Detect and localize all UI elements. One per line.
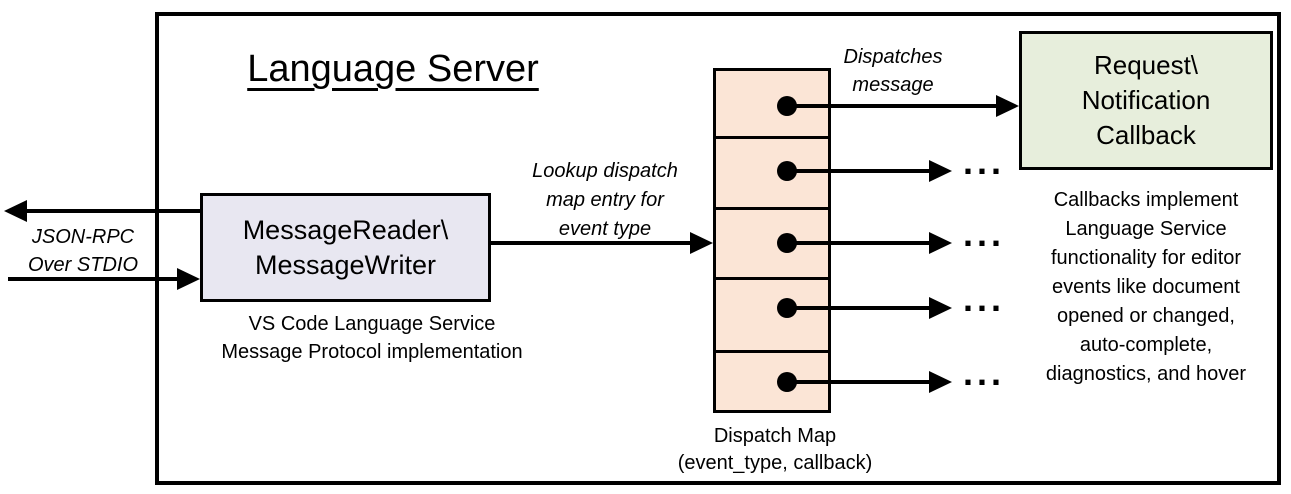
message-reader-caption-line1: VS Code Language Service — [248, 313, 496, 335]
dispatches-label-line2: message — [852, 74, 934, 96]
ellipsis-5: ... — [962, 352, 1005, 393]
dispatches-message-label: Dispatches message — [812, 43, 974, 99]
annotation-line: events like document — [1052, 276, 1240, 298]
stdio-in-arrow-line — [8, 277, 178, 281]
lookup-label: Lookup dispatch map entry for event type — [506, 157, 704, 244]
callback-label-line3: Callback — [1096, 120, 1196, 150]
dispatch-arrow-3-head-icon — [929, 232, 952, 254]
dispatch-map-divider — [716, 277, 828, 280]
dispatch-arrow-2-head-icon — [929, 160, 952, 182]
annotation-line: diagnostics, and hover — [1045, 363, 1247, 385]
dispatch-map-caption-line2: (event_type, callback) — [677, 452, 873, 474]
callback-box: Request\ Notification Callback — [1019, 31, 1273, 170]
annotation-line: auto-complete, — [1079, 334, 1213, 356]
callbacks-annotation: Callbacks implement Language Service fun… — [1020, 186, 1272, 389]
transport-label-line2: Over STDIO — [27, 254, 138, 276]
annotation-line: opened or changed, — [1057, 305, 1235, 327]
dispatch-arrow-4-head-icon — [929, 297, 952, 319]
diagram-title: Language Server — [247, 48, 539, 90]
ellipsis-2: ... — [962, 141, 1005, 182]
transport-label-line1: JSON-RPC — [31, 226, 135, 248]
dispatch-map-divider — [716, 207, 828, 210]
ellipsis-4: ... — [962, 278, 1005, 319]
stdio-out-arrow-line — [26, 209, 200, 213]
transport-label: JSON-RPC Over STDIO — [8, 223, 158, 279]
dispatch-arrow-2-line — [787, 169, 929, 173]
message-reader-caption: VS Code Language Service Message Protoco… — [172, 310, 572, 366]
lookup-label-line2: map entry for — [546, 189, 664, 211]
lookup-arrowhead-icon — [690, 232, 713, 254]
stdio-out-arrowhead-icon — [4, 200, 27, 222]
dispatch-arrow-5-head-icon — [929, 371, 952, 393]
message-writer-label: MessageWriter — [254, 249, 437, 280]
dispatch-map-caption-line1: Dispatch Map — [713, 425, 837, 447]
language-server-box — [155, 12, 1281, 485]
dispatch-map-caption: Dispatch Map (event_type, callback) — [655, 423, 895, 477]
message-reader-label: MessageReader\ — [242, 214, 449, 245]
lookup-label-line1: Lookup dispatch — [532, 160, 678, 182]
dispatch-arrow-1-head-icon — [996, 95, 1019, 117]
callback-label-line1: Request\ — [1093, 50, 1199, 80]
annotation-line: Callbacks implement — [1053, 189, 1239, 211]
dispatch-map-divider — [716, 136, 828, 139]
message-reader-caption-line2: Message Protocol implementation — [221, 341, 523, 363]
annotation-line: functionality for editor — [1050, 247, 1242, 269]
dispatch-arrow-5-line — [787, 380, 929, 384]
ellipsis-3: ... — [962, 213, 1005, 254]
dispatches-label-line1: Dispatches — [843, 46, 943, 68]
dispatch-arrow-3-line — [787, 241, 929, 245]
dispatch-arrow-4-line — [787, 306, 929, 310]
dispatch-map-divider — [716, 350, 828, 353]
callback-label-line2: Notification — [1081, 85, 1211, 115]
stdio-in-arrowhead-icon — [177, 268, 200, 290]
dispatch-arrow-1-line — [787, 104, 996, 108]
dispatch-map-box — [713, 68, 831, 413]
annotation-line: Language Service — [1065, 218, 1227, 240]
lookup-arrow-line — [490, 241, 691, 245]
lookup-label-line3: event type — [558, 218, 652, 240]
message-reader-writer-box: MessageReader\ MessageWriter — [200, 193, 491, 302]
